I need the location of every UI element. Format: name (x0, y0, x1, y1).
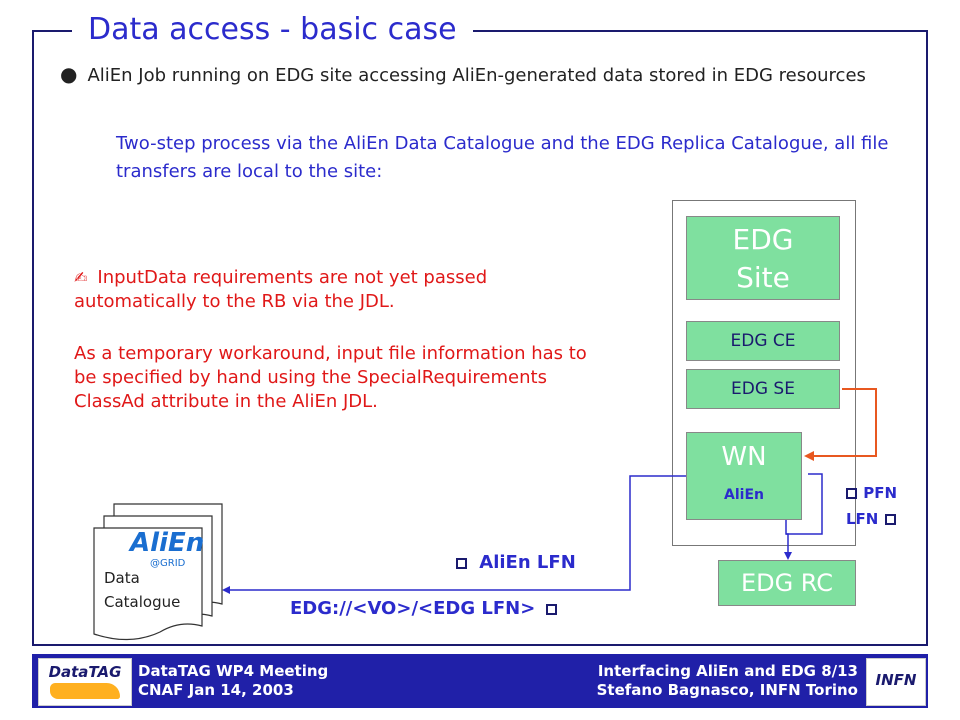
main-bullet: ● AliEn Job running on EDG site accessing… (60, 60, 900, 90)
wn-to-rc-arrowhead (784, 552, 792, 560)
footer-bar (32, 654, 928, 708)
square-bullet-icon (884, 513, 896, 525)
alien-lfn-label: AliEn LFN (456, 552, 576, 573)
footer-right-line2: Stefano Bagnasco, INFN Torino (596, 681, 858, 699)
lfn-text: LFN (846, 510, 879, 528)
main-bullet-text: AliEn Job running on EDG site accessing … (87, 65, 866, 86)
infn-logo-text: INFN (875, 671, 917, 689)
se-to-wn-arrow (808, 388, 877, 457)
note-para-1-text: InputData requirements are not yet passe… (74, 267, 488, 312)
square-bullet-icon (456, 557, 467, 569)
datatag-logo: DataTAG (38, 658, 132, 706)
edg-se-box: EDG SE (686, 369, 840, 409)
edg-url-text: EDG://<VO>/<EDG LFN> (290, 598, 536, 619)
catalogue-arrowhead (222, 586, 230, 594)
infn-logo: INFN (866, 658, 926, 706)
note-para-1: ✍InputData requirements are not yet pass… (74, 266, 604, 314)
wn-label: WN (721, 442, 767, 472)
pfn-label: PFN (846, 482, 897, 503)
se-to-wn-arrowhead (804, 451, 814, 461)
wn-to-rc-line (785, 520, 789, 556)
bullet-dot-icon: ● (60, 62, 78, 86)
footer-left-line2: CNAF Jan 14, 2003 (138, 681, 294, 699)
map-silhouette-icon (50, 683, 120, 699)
edg-site-container (672, 200, 856, 546)
lfn-label: LFN (846, 508, 896, 529)
square-bullet-icon (545, 603, 557, 615)
slide-frame (32, 30, 928, 646)
alien-lfn-text: AliEn LFN (479, 552, 576, 573)
edg-ce-box: EDG CE (686, 321, 840, 361)
square-bullet-icon (846, 487, 857, 499)
catalogue-label: Data Catalogue (104, 566, 180, 614)
edg-url-label: EDG://<VO>/<EDG LFN> (290, 598, 557, 619)
process-description: Two-step process via the AliEn Data Cata… (116, 133, 889, 182)
edg-site-box: EDG Site (686, 216, 840, 300)
catalogue-line1: Data (104, 569, 140, 587)
edg-site-line1: EDG (732, 223, 794, 256)
note-para-2: As a temporary workaround, input file in… (74, 343, 587, 412)
footer-left: DataTAG WP4 Meeting CNAF Jan 14, 2003 (138, 662, 328, 700)
edg-site-line2: Site (736, 261, 790, 294)
footer-left-line1: DataTAG WP4 Meeting (138, 662, 329, 680)
wn-box: WN AliEn (686, 432, 802, 520)
alien-logo: AliEn (130, 528, 205, 558)
footer-right: Interfacing AliEn and EDG 8/13 Stefano B… (560, 662, 858, 700)
slide-title: Data access - basic case (72, 12, 473, 47)
catalogue-line2: Catalogue (104, 593, 181, 611)
footer-right-line1: Interfacing AliEn and EDG 8/13 (597, 662, 858, 680)
edg-rc-box: EDG RC (718, 560, 856, 606)
wn-to-catalogue-line (226, 475, 686, 591)
rc-return-line (786, 473, 823, 535)
pfn-text: PFN (863, 484, 898, 502)
catalogue-document-stack (93, 503, 223, 641)
datatag-logo-text: DataTAG (48, 663, 122, 681)
wn-sub-label: AliEn (724, 487, 764, 503)
pen-hand-icon: ✍ (74, 268, 88, 287)
alien-logo-sub: @GRID (150, 558, 186, 569)
